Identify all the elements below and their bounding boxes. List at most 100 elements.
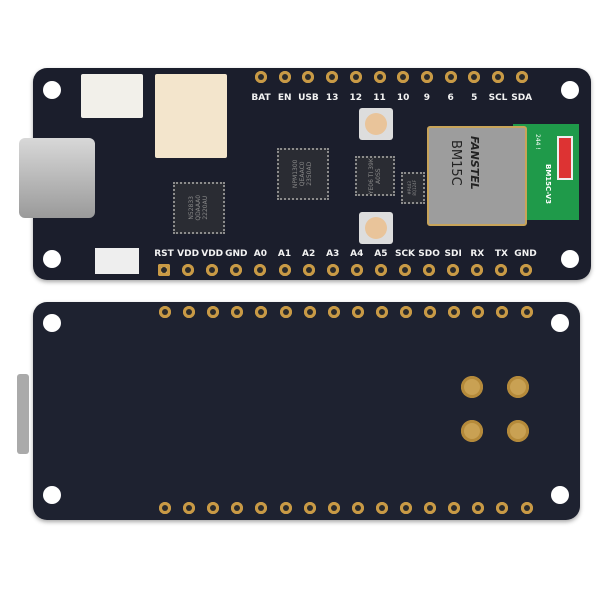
mounting-hole	[551, 486, 569, 504]
header-pin	[206, 264, 219, 276]
header-pin	[278, 264, 291, 276]
usb-c-connector-edge	[17, 374, 29, 454]
header-pin	[374, 264, 387, 276]
reset-button[interactable]	[359, 108, 393, 140]
pin-label: USB	[298, 93, 319, 103]
pin-label: A3	[326, 249, 340, 259]
header-pin	[255, 306, 268, 318]
header-pin	[254, 264, 267, 276]
pin-label: A4	[350, 249, 364, 259]
header-pin	[420, 71, 433, 83]
module-brand: FANSTEL	[468, 136, 481, 190]
header-pin	[397, 71, 410, 83]
pin-label: SCL	[488, 93, 508, 103]
pin-label: RST	[154, 249, 174, 259]
header-pin	[279, 306, 292, 318]
header-pin	[472, 502, 485, 514]
pin-label: TX	[494, 249, 508, 259]
pin-label: 10	[396, 93, 410, 103]
header-pin	[444, 71, 457, 83]
header-pin	[375, 502, 388, 514]
header-pin	[183, 502, 196, 514]
header-pin	[495, 264, 508, 276]
pin-label: 13	[325, 93, 339, 103]
header-pin	[468, 71, 481, 83]
mounting-hole	[43, 314, 61, 332]
header-pin	[423, 264, 436, 276]
header-pin	[231, 306, 244, 318]
header-pin	[400, 502, 412, 514]
header-pin	[327, 306, 340, 318]
mounting-hole	[43, 250, 61, 268]
mounting-hole	[561, 81, 579, 99]
header-pin	[520, 306, 533, 318]
header-pin	[424, 306, 437, 318]
header-pin	[159, 306, 171, 318]
test-pad	[461, 376, 483, 398]
pin-label: SDA	[511, 93, 533, 103]
header-pin	[448, 502, 461, 514]
header-pin	[230, 264, 243, 276]
header-pin	[447, 264, 460, 276]
bm15c-module: FANSTEL BM15C	[427, 126, 527, 226]
header-pin	[373, 71, 386, 83]
header-pin	[448, 306, 461, 318]
header-pin	[279, 502, 292, 514]
pin-label: 5	[471, 93, 478, 103]
user-button[interactable]	[359, 212, 393, 244]
header-pin	[183, 306, 196, 318]
pin-label: SCK	[394, 249, 416, 259]
header-pin	[255, 502, 268, 514]
pin-label: EN	[277, 93, 292, 103]
chip-antenna	[557, 136, 573, 180]
header-pin	[349, 71, 362, 83]
header-pin	[326, 264, 339, 276]
module-model: BM15C	[448, 140, 463, 186]
header-pin	[496, 502, 509, 514]
header-pin	[303, 502, 316, 514]
fpc-connector	[95, 248, 139, 274]
header-pin	[472, 306, 485, 318]
usb-c-connector	[19, 138, 95, 218]
mounting-hole	[43, 486, 61, 504]
pin-label: GND	[225, 249, 248, 259]
header-pin	[351, 502, 364, 514]
header-pin	[492, 71, 504, 83]
header-pin	[471, 264, 484, 276]
mounting-hole	[551, 314, 569, 332]
pin-label: BAT	[251, 93, 271, 103]
header-pin	[303, 306, 316, 318]
pin-label: VDD	[177, 249, 200, 259]
header-pin	[424, 502, 437, 514]
pin-label: RX	[470, 249, 485, 259]
header-pin	[158, 264, 170, 276]
header-pin	[399, 264, 411, 276]
header-pin	[327, 502, 340, 514]
mcu-chip: N52833 QDAAA0 2220AU	[173, 182, 225, 234]
pin-label: A0	[253, 249, 268, 259]
battery-connector	[155, 74, 227, 158]
pmic-chip: NPM1300 QEAAC0 2350AD	[277, 148, 329, 200]
pin-label: SDI	[444, 249, 462, 259]
pcb-bottom-side	[17, 302, 580, 520]
header-pin	[302, 71, 315, 83]
header-pin	[182, 264, 195, 276]
pin-label: A2	[301, 249, 316, 259]
header-pin	[400, 306, 412, 318]
header-pin	[207, 502, 220, 514]
header-pin	[350, 264, 363, 276]
pin-label: 6	[447, 93, 454, 103]
pin-label: GND	[514, 249, 537, 259]
test-pad	[461, 420, 483, 442]
imu-chip: YE06 TI 39K A0SS	[355, 156, 395, 196]
header-pin	[326, 71, 339, 83]
mounting-hole	[43, 81, 61, 99]
header-pin	[519, 264, 532, 276]
pin-label: SDO	[418, 249, 440, 259]
pin-label: 11	[373, 93, 386, 103]
header-pin	[515, 71, 528, 83]
header-pin	[375, 306, 388, 318]
test-pad	[507, 376, 529, 398]
flash-chip: #P443 8Q124F	[401, 172, 425, 204]
antenna-label: BM15C-V3	[544, 164, 552, 205]
